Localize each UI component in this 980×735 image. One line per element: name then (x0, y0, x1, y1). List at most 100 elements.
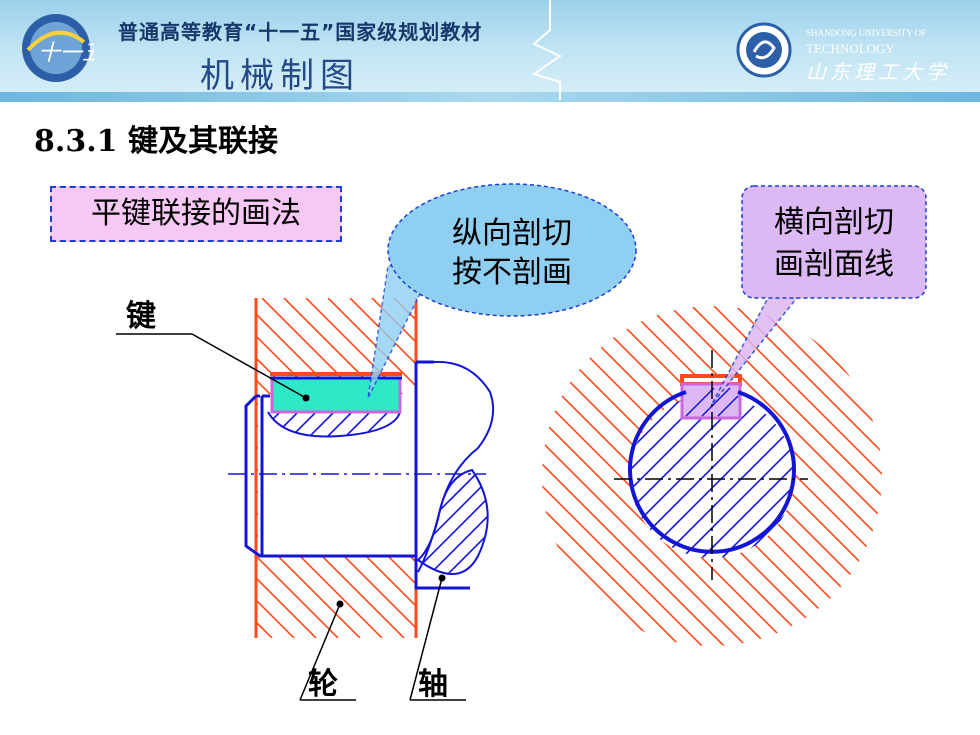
hatch-line (305, 298, 416, 410)
hatch-line (0, 298, 228, 638)
hatch-line (198, 412, 226, 440)
shaft-label: 轴 (418, 667, 448, 702)
shaft-break-outline (416, 468, 489, 576)
section-title: 8.3.1 键及其联接 (34, 124, 278, 159)
hatch-line (256, 532, 361, 638)
hatch-line (0, 306, 262, 646)
slide-header: 十一五 普通高等教育“十一五”国家级规划教材 机械制图 SHANDONG UNI… (0, 0, 980, 102)
hatch-line (781, 394, 794, 558)
hatch-line (956, 306, 980, 646)
university-name-en-line1: SHANDONG UNIVERSITY OF (806, 28, 927, 38)
hatch-line (823, 306, 882, 646)
hatch-line (922, 394, 980, 558)
hatch-line (144, 412, 172, 440)
hatch-line (0, 306, 218, 646)
hatch-line (256, 510, 383, 638)
shaft-leader-line (409, 577, 443, 701)
hatch-line (216, 412, 244, 440)
hatch-line (418, 470, 488, 575)
hatch-line (162, 412, 190, 440)
hatch-line (256, 576, 317, 638)
hatch-line (0, 298, 118, 638)
callout-longitudinal-line1: 纵向剖切 (452, 216, 572, 251)
key-leader-line (191, 333, 307, 399)
hatch-line (647, 306, 882, 646)
hatch-line (713, 306, 882, 646)
university-name-en-line2: TECHNOLOGY (806, 41, 895, 56)
hatch-line (630, 394, 747, 558)
hatch-line (449, 470, 488, 575)
hatch-line (862, 394, 980, 558)
hatch-line (422, 394, 586, 558)
hatch-line (0, 306, 240, 646)
hatch-line (630, 394, 687, 558)
hatch-line (418, 470, 488, 575)
wheel-label: 轮 (308, 667, 338, 702)
hatch-line (630, 394, 707, 558)
hatch-line (323, 412, 353, 437)
hatch-line (934, 306, 980, 646)
hatch-line (721, 394, 794, 558)
shaft-leader-dot (438, 574, 446, 582)
hatch-line (942, 394, 980, 558)
hatch-line (890, 306, 980, 646)
callout-transverse-line2: 画剖面线 (774, 247, 894, 282)
university-emblem (736, 22, 792, 78)
hatch-line (522, 470, 642, 590)
textbook-series-logo: 十一五 (22, 14, 94, 82)
hatch-line (701, 394, 794, 558)
key-cross-hatching (685, 387, 739, 417)
hatch-line (542, 306, 725, 646)
hatch-line (414, 412, 442, 440)
shaft-keyseat-outline (267, 411, 401, 438)
course-title: 机械制图 (200, 56, 360, 96)
hatch-line (341, 412, 371, 437)
hatch-line (418, 470, 488, 575)
wheel-transverse-hatching (0, 306, 980, 646)
university-name-cn: 山东理工大学 (806, 60, 950, 84)
textbook-series-title: 普通高等教育“十一五”国家级规划教材 (118, 20, 483, 44)
hatch-line (542, 306, 747, 646)
key-label: 键 (126, 299, 156, 334)
svg-text:十一五: 十一五 (38, 41, 94, 66)
wheel-leader-line (299, 603, 341, 701)
callout-longitudinal-line2: 按不剖画 (452, 255, 572, 290)
hatch-line (845, 306, 882, 646)
hatch-line (661, 394, 794, 558)
hatch-line (256, 488, 405, 638)
hatch-line (108, 412, 136, 440)
hatch-line (126, 412, 154, 440)
hatch-line (691, 306, 882, 646)
hatch-line (442, 394, 606, 558)
hatch-line (256, 620, 273, 638)
hatch-line (0, 298, 184, 638)
hatch-line (669, 306, 882, 646)
hatch-line (256, 598, 295, 638)
hatch-line (542, 306, 791, 646)
hatch-line (0, 298, 206, 638)
hatch-line (283, 298, 416, 432)
hatch-line (305, 412, 335, 437)
hatch-line (630, 394, 767, 558)
hatch-line (542, 306, 703, 646)
hatch-line (0, 306, 196, 646)
hatch-line (402, 394, 566, 558)
hatch-line (757, 306, 882, 646)
hatch-line (735, 306, 882, 646)
hatch-line (0, 298, 250, 638)
hatch-line (867, 306, 882, 646)
key-longitudinal (270, 376, 402, 414)
hatch-line (822, 394, 980, 558)
hatch-line (0, 298, 96, 638)
hatch-line (349, 298, 416, 366)
hatch-line (630, 394, 727, 558)
hatch-line (801, 306, 882, 646)
hatch-line (180, 412, 208, 440)
hatch-line (0, 298, 162, 638)
header-band (0, 92, 980, 102)
hatch-line (256, 554, 339, 638)
key-leader-dot (302, 394, 310, 402)
hatch-line (912, 306, 980, 646)
hatch-line (542, 306, 681, 646)
